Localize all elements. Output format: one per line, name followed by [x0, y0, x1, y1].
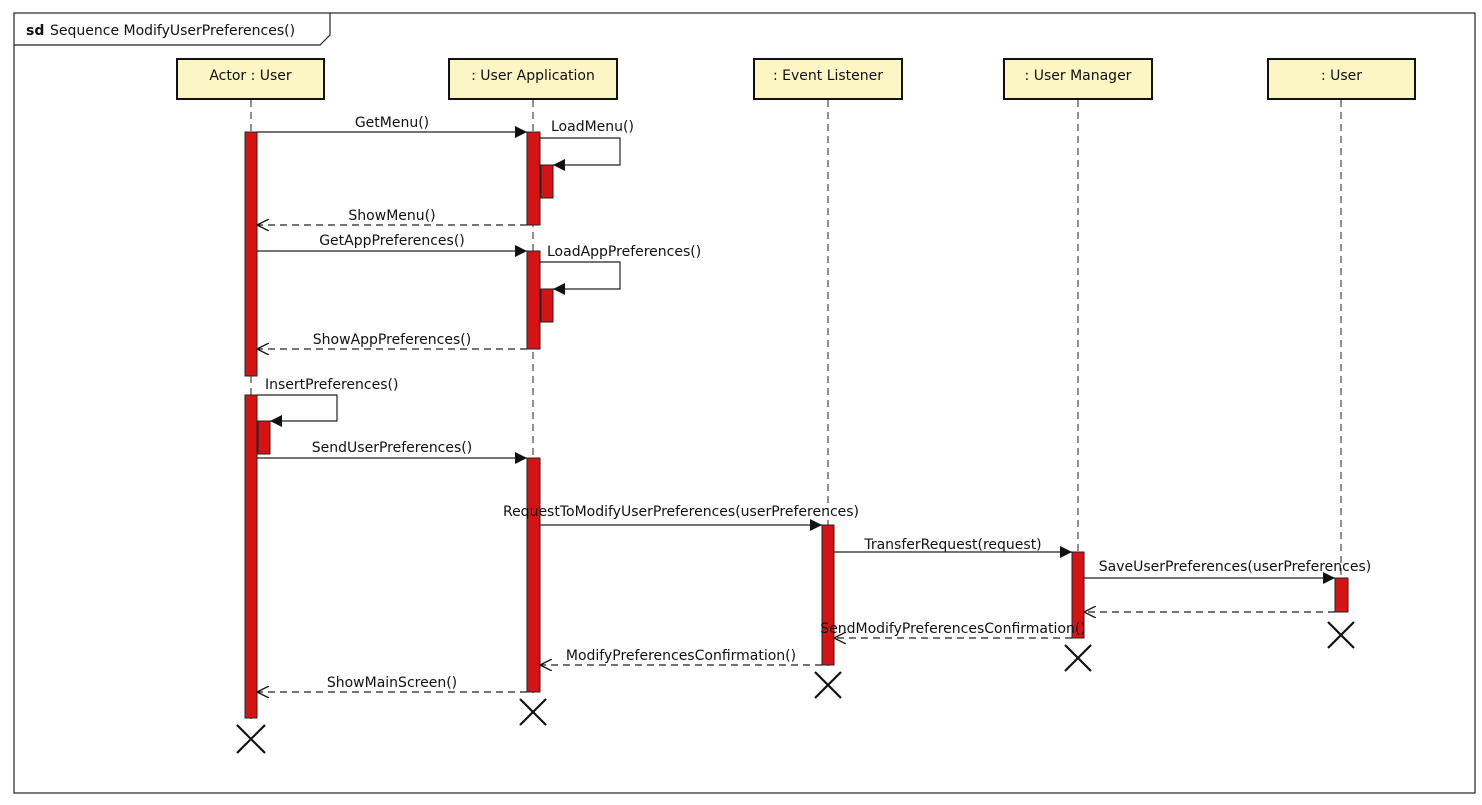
frame-keyword: sd [26, 23, 44, 39]
lifeline-head-actor[interactable]: Actor : User [176, 58, 325, 100]
activation-manager [1071, 551, 1085, 639]
message-label: GetAppPreferences() [319, 233, 465, 249]
message-arrow [540, 137, 621, 171]
message-label: SendModifyPreferencesConfirmation() [820, 621, 1086, 637]
message-label: SaveUserPreferences(userPreferences) [1099, 559, 1371, 575]
message-modify-confirmation[interactable]: ModifyPreferencesConfirmation() [540, 648, 822, 665]
activation-app-nested-1 [540, 164, 554, 199]
message-label: ModifyPreferencesConfirmation() [566, 648, 796, 664]
destroy-listener-icon [814, 671, 842, 699]
message-label: TransferRequest(request) [863, 537, 1041, 553]
activation-app-nested-2 [540, 288, 554, 323]
message-arrow [540, 261, 621, 295]
lifeline-label: : User [1321, 68, 1362, 84]
message-label: RequestToModifyUserPreferences(userPrefe… [503, 504, 859, 520]
message-label: InsertPreferences() [265, 377, 398, 393]
message-get-menu[interactable]: GetMenu() [257, 115, 527, 138]
message-label: ShowMenu() [348, 208, 435, 224]
activation-app-1 [526, 131, 541, 226]
activation-app-3 [526, 457, 541, 693]
message-label: ShowMainScreen() [327, 675, 457, 691]
message-label: SendUserPreferences() [312, 440, 472, 456]
message-send-modify-confirmation[interactable]: SendModifyPreferencesConfirmation() [820, 621, 1086, 638]
message-load-menu[interactable]: LoadMenu() [540, 119, 634, 171]
message-label: LoadMenu() [551, 119, 634, 135]
message-send-user-preferences[interactable]: SendUserPreferences() [257, 440, 527, 464]
activation-actor-nested [257, 420, 271, 455]
message-request-to-modify[interactable]: RequestToModifyUserPreferences(userPrefe… [503, 504, 859, 531]
destroy-user-icon [1327, 621, 1355, 649]
lifeline-head-listener[interactable]: : Event Listener [753, 58, 903, 100]
message-insert-preferences[interactable]: InsertPreferences() [257, 377, 398, 427]
destroy-actor-icon [236, 724, 266, 754]
message-label: GetMenu() [355, 115, 429, 131]
message-label: LoadAppPreferences() [547, 244, 701, 260]
destroy-app-icon [519, 698, 547, 726]
lifeline-head-box [1003, 58, 1153, 100]
lifeline-head-box [1267, 58, 1416, 100]
activation-app-2 [526, 250, 541, 350]
destroy-manager-icon [1064, 644, 1092, 672]
frame: sd Sequence ModifyUserPreferences() [13, 12, 1476, 794]
lifeline-lines [250, 100, 1342, 720]
message-transfer-request[interactable]: TransferRequest(request) [834, 537, 1072, 558]
message-label: ShowAppPreferences() [313, 332, 471, 348]
message-show-main-screen[interactable]: ShowMainScreen() [257, 675, 527, 692]
message-save-user-preferences[interactable]: SaveUserPreferences(userPreferences) [1084, 559, 1371, 584]
lifeline-label: : User Manager [1025, 68, 1132, 84]
frame-tab [14, 13, 331, 46]
lifeline-label: : User Application [471, 68, 595, 84]
lifeline-label: Actor : User [209, 68, 292, 84]
lifeline-head-manager[interactable]: : User Manager [1003, 58, 1153, 100]
activation-actor-2 [244, 394, 258, 719]
frame-border [13, 12, 1476, 794]
lifeline-head-box [753, 58, 903, 100]
activation-actor-1 [244, 131, 258, 377]
activations [244, 131, 1349, 719]
message-arrow [257, 394, 338, 427]
activation-user [1334, 577, 1349, 613]
lifeline-head-user[interactable]: : User [1267, 58, 1416, 100]
activation-listener [821, 524, 835, 666]
lifeline-head-box [448, 58, 618, 100]
message-get-app-preferences[interactable]: GetAppPreferences() [257, 233, 527, 257]
message-load-app-preferences[interactable]: LoadAppPreferences() [540, 244, 701, 295]
message-show-menu[interactable]: ShowMenu() [257, 208, 527, 225]
frame-title: Sequence ModifyUserPreferences() [50, 23, 295, 39]
message-show-app-preferences[interactable]: ShowAppPreferences() [257, 332, 527, 349]
lifeline-head-app[interactable]: : User Application [448, 58, 618, 100]
lifeline-label: : Event Listener [773, 68, 883, 84]
lifeline-head-box [176, 58, 325, 100]
